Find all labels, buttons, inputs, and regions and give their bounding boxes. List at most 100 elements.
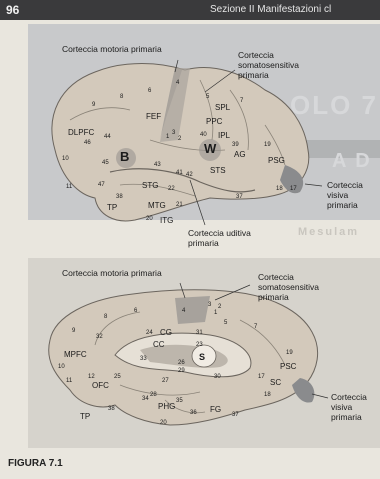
ba-41: 41 [176, 168, 183, 178]
label-somatosensory-lower-1: Corteccia [258, 272, 294, 282]
label-motor-cortex-upper: Corteccia motoria primaria [62, 44, 162, 54]
ba-10: 10 [62, 154, 69, 164]
ba-43: 43 [154, 160, 161, 170]
ba-25: 25 [114, 372, 121, 382]
ba-27: 27 [162, 376, 169, 386]
ba-24: 24 [146, 328, 153, 338]
ba-45: 45 [102, 158, 109, 168]
ba-6-lower: 6 [134, 306, 137, 316]
area-s: S [199, 352, 205, 362]
ba-47: 47 [98, 180, 105, 190]
ba-17: 17 [290, 184, 297, 194]
label-somatosensory-lower-3: primaria [258, 292, 289, 302]
ba-12: 12 [88, 372, 95, 382]
label-somatosensory-upper-3: primaria [238, 70, 269, 80]
figure-caption: FIGURA 7.1 [8, 458, 63, 469]
ba-44: 44 [104, 132, 111, 142]
ba-8-lower: 8 [104, 312, 107, 322]
ba-46: 46 [84, 138, 91, 148]
area-wernicke: W [204, 144, 216, 154]
area-phg: PHG [158, 402, 175, 412]
ba-35: 35 [176, 396, 183, 406]
ba-9-lower: 9 [72, 326, 75, 336]
ba-23: 23 [196, 340, 203, 350]
ba-3: 3 [172, 128, 175, 138]
ba-19: 19 [264, 140, 271, 150]
area-cc: CC [153, 340, 165, 350]
area-tp-upper: TP [107, 203, 117, 213]
area-tp-lower: TP [80, 412, 90, 422]
ba-38-lower: 38 [108, 404, 115, 414]
area-dlpfc: DLPFC [68, 128, 94, 138]
ba-4: 4 [176, 78, 179, 88]
area-ipl: IPL [218, 131, 230, 141]
ba-1-lower: 1 [214, 308, 217, 318]
label-somatosensory-lower-2: somatosensitiva [258, 282, 319, 292]
ba-3-lower: 3 [208, 300, 211, 310]
ba-6: 6 [148, 86, 151, 96]
ba-33: 33 [140, 354, 147, 364]
area-ag: AG [234, 150, 246, 160]
ba-20: 20 [146, 214, 153, 224]
ba-19-lower: 19 [286, 348, 293, 358]
ba-37: 37 [236, 192, 243, 202]
label-somatosensory-upper-2: somatosensitiva [238, 60, 299, 70]
area-stg: STG [142, 181, 158, 191]
area-psc: PSC [280, 362, 296, 372]
ba-1: 1 [166, 132, 169, 142]
ba-36: 36 [190, 408, 197, 418]
label-visual-lower-3: primaria [331, 412, 362, 422]
area-broca: B [120, 152, 129, 162]
ba-8: 8 [120, 92, 123, 102]
ba-21: 21 [176, 200, 183, 210]
label-visual-upper-1: Corteccia [327, 180, 363, 190]
ba-30: 30 [214, 372, 221, 382]
ba-2-lower: 2 [218, 302, 221, 312]
area-fg: FG [210, 405, 221, 415]
area-fef: FEF [146, 112, 161, 122]
ba-18-lower: 18 [264, 390, 271, 400]
ba-38: 38 [116, 192, 123, 202]
ba-39: 39 [232, 140, 239, 150]
area-spl: SPL [215, 103, 230, 113]
area-ppc: PPC [206, 117, 222, 127]
ba-7: 7 [240, 96, 243, 106]
ba-37-lower: 37 [232, 410, 239, 420]
area-cg: CG [160, 328, 172, 338]
area-psg: PSG [268, 156, 285, 166]
ba-22: 22 [168, 184, 175, 194]
area-mpfc: MPFC [64, 350, 87, 360]
ba-18: 18 [276, 184, 283, 194]
ba-5-lower: 5 [224, 318, 227, 328]
ba-4-lower: 4 [182, 306, 185, 316]
ba-5: 5 [206, 92, 209, 102]
ba-20-lower: 20 [160, 418, 167, 428]
label-visual-upper-3: primaria [327, 200, 358, 210]
ba-29: 29 [178, 366, 185, 376]
area-ofc: OFC [92, 381, 109, 391]
area-sc: SC [270, 378, 281, 388]
label-motor-cortex-lower: Corteccia motoria primaria [62, 268, 162, 278]
ba-34: 34 [142, 394, 149, 404]
ba-7-lower: 7 [254, 322, 257, 332]
lateral-brain [52, 60, 322, 225]
ba-2: 2 [178, 134, 181, 144]
label-visual-lower-1: Corteccia [331, 392, 367, 402]
ba-9: 9 [92, 100, 95, 110]
label-visual-upper-2: visiva [327, 190, 348, 200]
ba-17-lower: 17 [258, 372, 265, 382]
ba-42: 42 [186, 170, 193, 180]
area-mtg: MTG [148, 201, 166, 211]
area-sts: STS [210, 166, 226, 176]
label-auditory-2: primaria [188, 238, 219, 248]
ba-28: 28 [150, 390, 157, 400]
ba-10-lower: 10 [58, 362, 65, 372]
ba-11: 11 [66, 182, 72, 192]
area-itg: ITG [160, 216, 173, 226]
ba-40: 40 [200, 130, 207, 140]
label-somatosensory-upper-1: Corteccia [238, 50, 274, 60]
ba-32: 32 [96, 332, 103, 342]
label-auditory-1: Corteccia uditiva [188, 228, 251, 238]
label-visual-lower-2: visiva [331, 402, 352, 412]
ba-11-lower: 11 [66, 376, 72, 386]
